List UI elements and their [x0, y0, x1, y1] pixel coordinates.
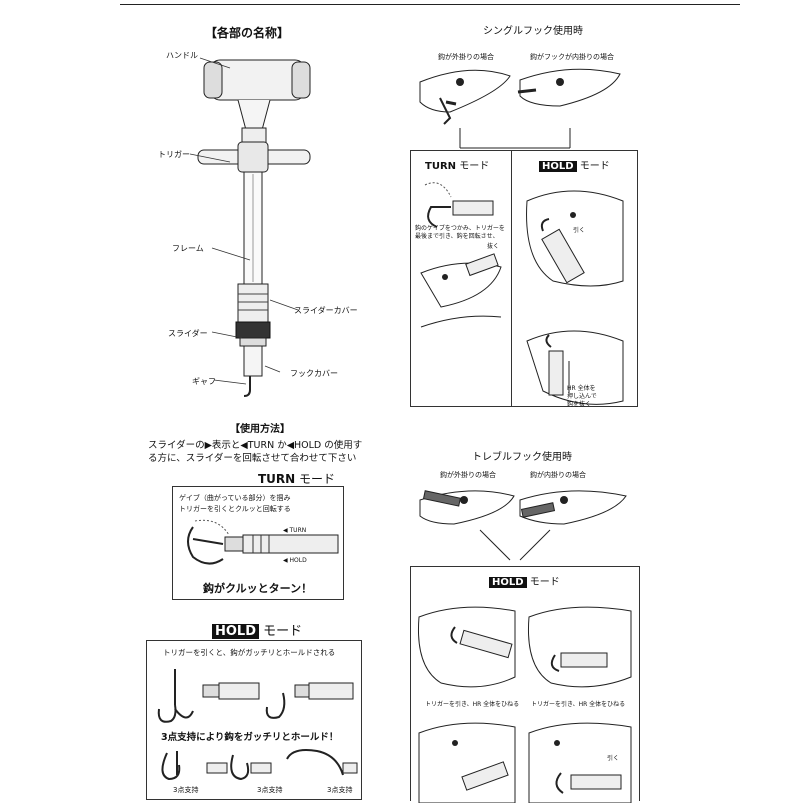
turn-note-1: ゲイブ（曲がっている部分）を掴み	[179, 494, 291, 502]
treble-note-right: トリガーを引き、HR 全体をひねる	[531, 701, 626, 708]
part-trigger-label: トリガー	[158, 150, 190, 159]
single-push-1: HR 全体を	[567, 385, 596, 392]
single-push-2: 押し込んで	[567, 393, 597, 400]
hold-note: トリガーを引くと、鈎がガッチリとホールドされる	[163, 648, 336, 657]
single-outside-label: 鈎が外掛りの場合	[438, 53, 494, 61]
parts-title: 【各部の名称】	[205, 26, 290, 40]
support-label-3: 3点支持	[327, 786, 353, 794]
hold-mode-panel: トリガーを引くと、鈎がガッチリとホールドされる 3点支持により鈎をガッチリとホー…	[146, 640, 362, 800]
treble-pull-label: 引く	[607, 755, 620, 762]
part-slider-label: スライダー	[168, 329, 208, 338]
hold-caption: 3点支持により鈎をガッチリとホールド！	[161, 732, 339, 743]
hold-badge: HOLD	[212, 624, 260, 639]
part-handle-label: ハンドル	[166, 51, 198, 60]
single-inside-label: 鈎がフックが内掛りの場合	[530, 53, 614, 61]
hold-hooks-illustration	[157, 669, 354, 723]
single-turn-illustration	[420, 182, 502, 328]
treble-hold-badge: HOLD	[489, 577, 527, 588]
single-bracket	[459, 128, 571, 149]
treble-hold-suffix: モード	[529, 577, 560, 588]
treble-outside-label: 鈎が外掛りの場合	[440, 471, 496, 479]
treble-fish-illustrations	[419, 490, 627, 525]
usage-title: 【使用方法】	[230, 424, 290, 435]
part-frame-label: フレーム	[172, 244, 204, 253]
treble-hold-heading: HOLD モード	[489, 573, 560, 588]
tool-illustration	[197, 59, 311, 397]
turn-caption: 鈎がクルッとターン！	[203, 582, 313, 595]
support-label-1: 3点支持	[173, 786, 199, 794]
single-push-3: 鈎を抜く	[567, 401, 592, 408]
single-hook-title: シングルフック使用時	[483, 26, 583, 37]
treble-note-left: トリガーを引き、HR 全体をひねる	[425, 701, 520, 708]
part-slider-cover-label: スライダーカバー	[294, 306, 358, 315]
treble-hold-illustration-bottom	[418, 722, 632, 803]
turn-tool-label-turn: ◀ TURN	[283, 527, 307, 534]
single-divider	[511, 151, 512, 406]
single-hold-badge: HOLD	[539, 161, 577, 172]
single-hold-illustration	[526, 190, 624, 405]
single-pull-label: 引く	[573, 227, 586, 234]
single-turn-note-1: 鈎のゲイブをつかみ、トリガーを	[415, 225, 505, 232]
hold-mode-suffix: モード	[263, 624, 303, 639]
turn-mode-heading: TURN モード	[258, 470, 335, 487]
usage-line-1: スライダーの▶表示と◀TURN か◀HOLD の使用す	[148, 440, 363, 451]
single-hook-panel: TURN モード HOLD モード 鈎のゲイブをつかみ、トリガーを 最後まで引き…	[410, 150, 638, 408]
single-hold-heading: HOLD モード	[539, 157, 610, 172]
part-leader-lines	[189, 57, 299, 385]
single-turn-heading: TURN モード	[425, 157, 489, 172]
single-hold-suffix: モード	[579, 161, 610, 172]
treble-hold-illustration-top	[417, 606, 632, 688]
single-fish-illustrations	[419, 68, 621, 125]
treble-hook-title: トレブルフック使用時	[472, 452, 572, 463]
single-turn-suffix: モード	[459, 161, 490, 172]
three-point-illustration	[161, 749, 358, 781]
part-hook-cover-label: フックカバー	[290, 369, 338, 378]
turn-mode-suffix: モード	[299, 472, 336, 486]
usage-line-2: る方に、スライダーを回転させて合わせて下さい	[148, 453, 357, 464]
turn-mode-panel: ゲイブ（曲がっている部分）を掴み トリガーを引くとクルッと回転する ◀ TURN…	[172, 486, 344, 600]
turn-tool-illustration	[187, 519, 339, 565]
treble-inside-label: 鈎が内掛りの場合	[530, 471, 586, 479]
support-label-2: 3点支持	[257, 786, 283, 794]
hold-mode-heading: HOLD モード	[212, 620, 302, 639]
treble-hook-panel: HOLD モード トリガーを引き、HR 全体をひねる トリガーを引き、HR 全体…	[410, 566, 640, 803]
top-border	[120, 4, 740, 5]
turn-badge: TURN	[258, 472, 296, 486]
single-turn-badge: TURN	[425, 161, 457, 172]
single-turn-note-2: 最後まで引き、鈎を回転させ、	[415, 233, 499, 240]
turn-note-2: トリガーを引くとクルッと回転する	[179, 505, 291, 513]
treble-connector	[479, 529, 551, 561]
part-gaff-label: ギャフ	[192, 377, 216, 386]
turn-tool-label-hold: ◀ HOLD	[283, 557, 307, 564]
single-pull-out-label: 抜く	[487, 243, 500, 250]
